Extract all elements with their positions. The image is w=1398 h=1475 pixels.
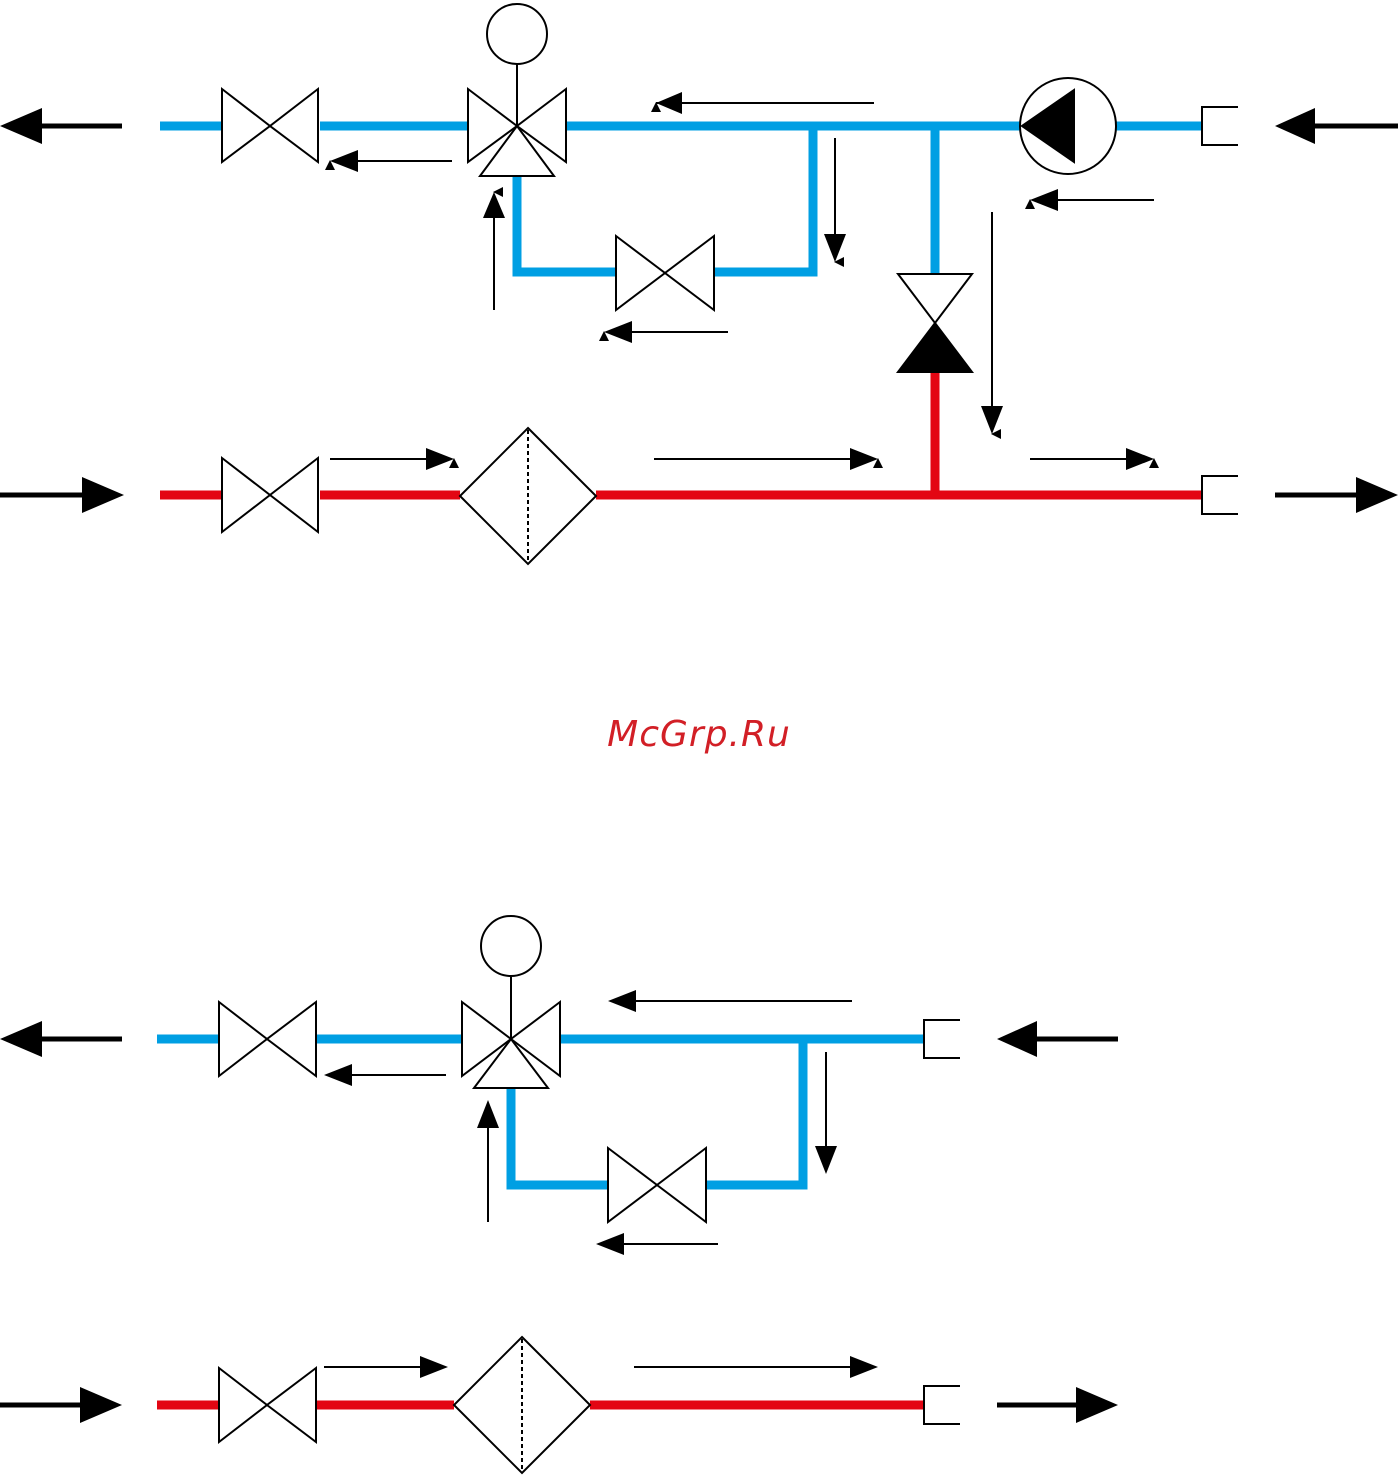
actuator-icon xyxy=(481,916,541,976)
shutoff-valve-supply xyxy=(222,458,318,532)
watermark-text: McGrp.Ru xyxy=(0,714,1398,755)
flow-arrows-large xyxy=(0,1021,1118,1423)
bypass-valve xyxy=(616,236,714,310)
scheme-with-pump xyxy=(0,4,1398,564)
three-way-mixing-valve xyxy=(468,4,566,176)
strainer-icon xyxy=(460,428,596,564)
three-way-mixing-valve xyxy=(462,916,560,1088)
shutoff-valve-return xyxy=(222,89,318,162)
shutoff-valve-return xyxy=(219,1002,316,1076)
scheme-without-pump xyxy=(0,916,1118,1473)
shutoff-valve-supply xyxy=(219,1368,316,1442)
circulation-pump-icon xyxy=(1020,78,1116,174)
bypass-valve xyxy=(608,1148,706,1222)
actuator-icon xyxy=(487,4,547,64)
pipe-connection-icon xyxy=(1202,107,1238,514)
flow-arrows-large xyxy=(0,108,1398,513)
check-valve xyxy=(898,274,972,372)
pipe-connection-icon xyxy=(924,1020,960,1424)
strainer-icon xyxy=(454,1337,590,1473)
